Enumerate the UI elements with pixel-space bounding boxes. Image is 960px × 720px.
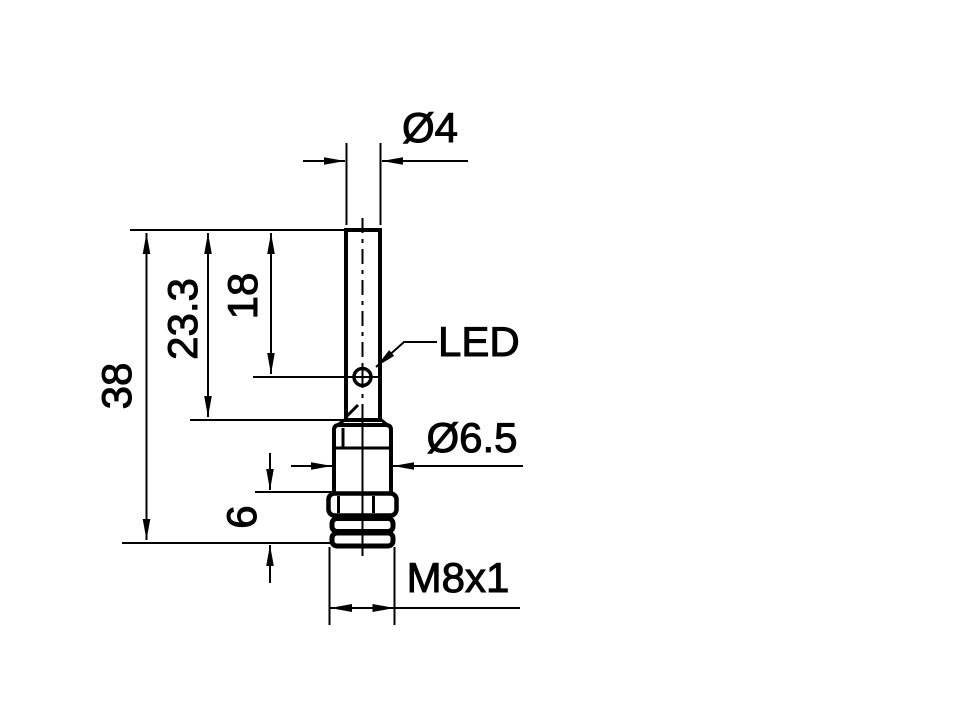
arrowhead-right [372,604,395,612]
led-leader-line [375,341,437,368]
led-label: LED [438,318,520,365]
dim-body-diameter: Ø6.5 [291,414,523,470]
dim-led-distance: 18 [219,233,275,374]
dim-label-thread-spec: M8x1 [407,554,510,601]
dim-label-body-diameter: Ø6.5 [426,414,517,461]
dim-thread-length: 6 [218,453,274,583]
dim-overall-length: 38 [93,233,151,540]
dim-thread-spec: M8x1 [328,547,520,625]
dim-tube-diameter: Ø4 [303,104,468,225]
tube-chamfer-line [344,403,360,419]
dim-label-barrel-length: 23.3 [159,278,206,360]
led-callout: LED [351,318,520,388]
arrowhead-left [330,604,352,612]
dim-label-led-distance: 18 [219,273,266,320]
dim-label-overall-length: 38 [93,363,140,410]
dim-barrel-length: 23.3 [159,233,212,417]
sensor-outline [326,218,399,556]
extension-lines [122,229,380,544]
dim-label-tube-diameter: Ø4 [402,104,458,151]
dim-label-thread-length: 6 [218,505,265,528]
